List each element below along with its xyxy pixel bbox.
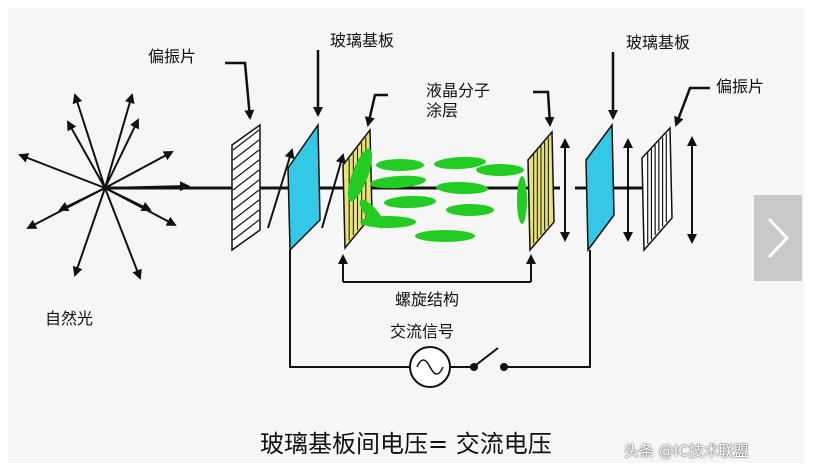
diagram-background (8, 8, 804, 463)
ac-source-icon (409, 346, 451, 388)
glass-substrate-left (287, 122, 321, 252)
polarizer-right (641, 126, 673, 252)
watermark-text: 头条 @IC技术联盟 (624, 442, 749, 460)
polarization-arrow-mid (321, 153, 346, 229)
label-ac-signal: 交流信号 (390, 322, 454, 341)
label-natural-light: 自然光 (45, 309, 93, 328)
helix-bracket (338, 254, 536, 283)
ac-circuit (289, 250, 591, 368)
chevron-right-icon (767, 217, 790, 259)
label-glass-left: 玻璃基板 (330, 31, 394, 50)
label-polarizer-right: 偏振片 (716, 77, 764, 96)
liquid-crystal-molecules (347, 148, 527, 242)
glass-substrate-right (585, 122, 615, 253)
next-image-button[interactable] (754, 195, 802, 281)
label-lc-molecule-line2: 涂层 (426, 101, 458, 120)
polarizer-left (231, 123, 261, 252)
coating-right (527, 130, 555, 252)
polarization-arrow-left (267, 148, 295, 229)
label-glass-right: 玻璃基板 (626, 33, 690, 52)
label-helix-structure: 螺旋结构 (395, 290, 459, 309)
natural-light-rays (18, 93, 190, 280)
diagram-caption: 玻璃基板间电压= 交流电压 (260, 430, 552, 458)
label-pointers (225, 50, 710, 127)
label-polarizer-left: 偏振片 (148, 47, 196, 66)
switch-icon (470, 347, 508, 371)
label-lc-molecule-line1: 液晶分子 (426, 81, 490, 100)
